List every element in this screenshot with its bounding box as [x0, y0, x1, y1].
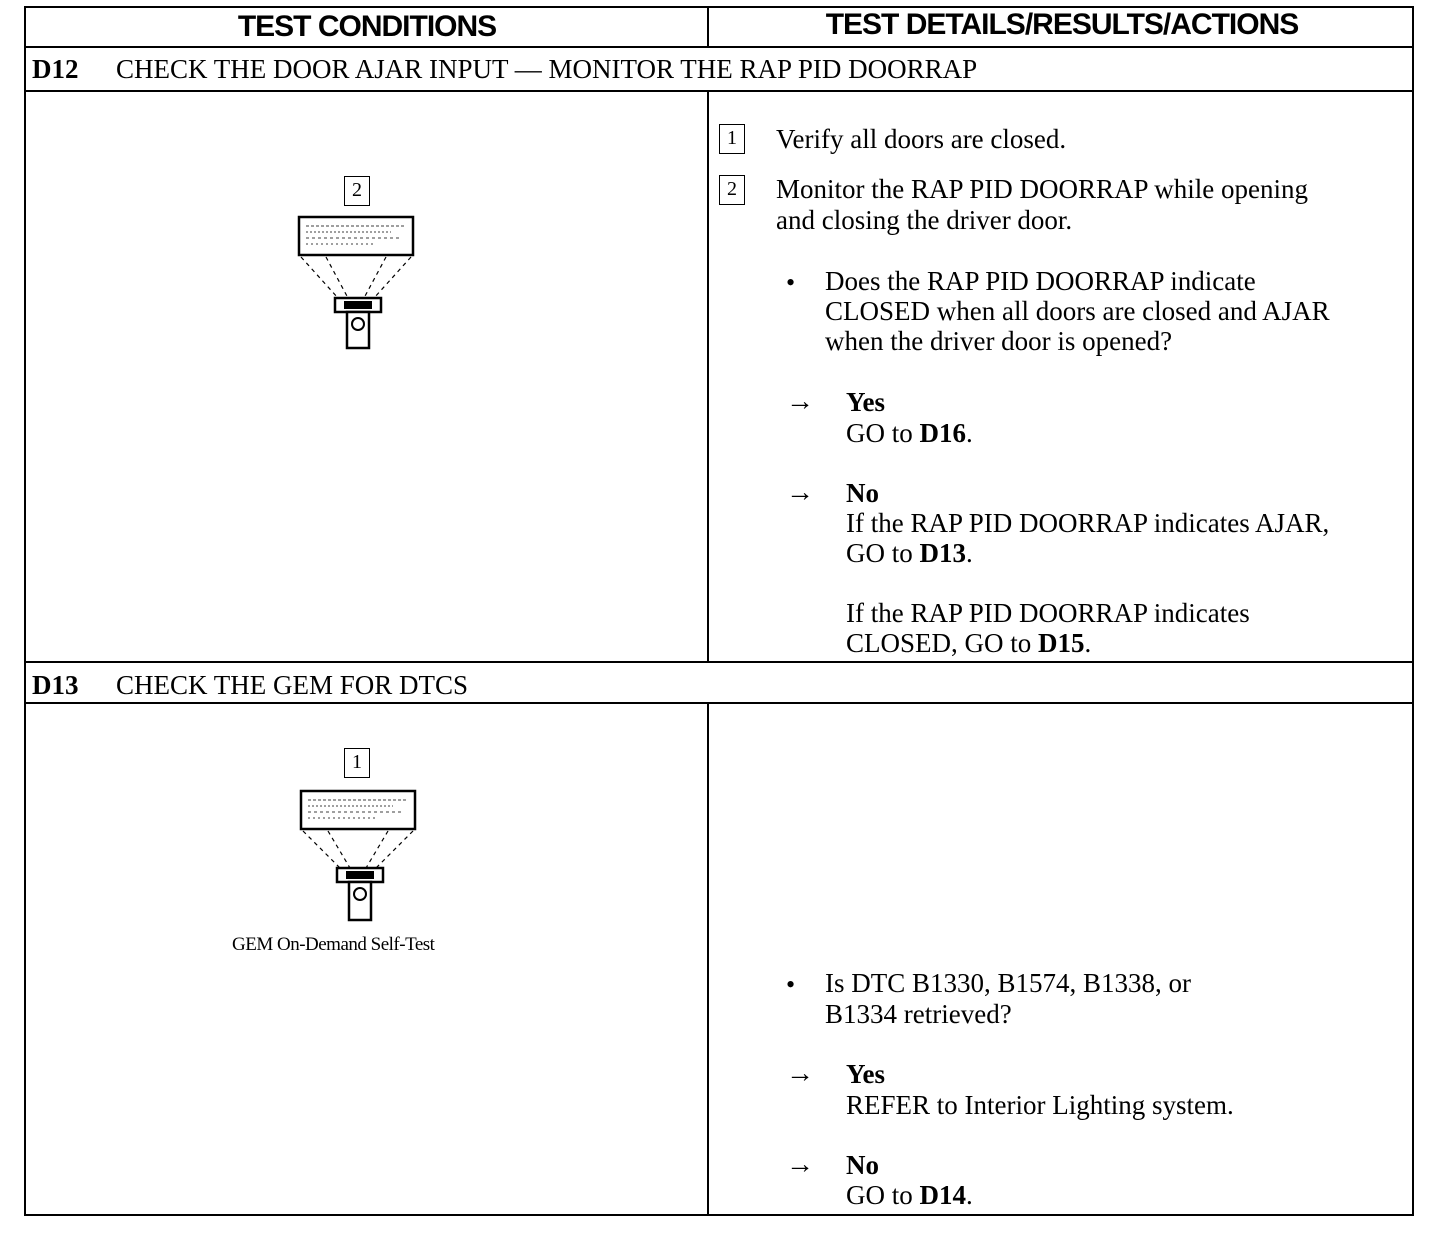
no-line1: If the RAP PID DOORRAP indicates AJAR,	[846, 508, 1330, 538]
step-1-text: Verify all doors are closed.	[776, 124, 1067, 154]
question-line3: when the driver door is opened?	[825, 326, 1173, 356]
bullet-icon: •	[786, 970, 796, 999]
divider	[26, 46, 1412, 48]
step-heading-d13: D13 CHECK THE GEM FOR DTCS	[32, 670, 468, 701]
step-2-text-line1: Monitor the RAP PID DOORRAP while openin…	[776, 174, 1309, 204]
no-label: No	[846, 478, 879, 508]
question-line1: Does the RAP PID DOORRAP indicate	[825, 266, 1256, 296]
step-number-1: 1	[719, 124, 745, 154]
step-number-2: 2	[719, 175, 745, 205]
no-action: GO to D14.	[846, 1180, 973, 1210]
no-line4: CLOSED, GO to D15.	[846, 628, 1092, 658]
scan-tool-icon	[299, 789, 417, 922]
illustration-caption: GEM On-Demand Self-Test	[232, 934, 435, 955]
arrow-right-icon: →	[786, 1149, 814, 1180]
column-divider	[707, 90, 709, 661]
arrow-right-icon: →	[786, 477, 814, 508]
column-divider	[707, 8, 709, 46]
step-heading-d12: D12 CHECK THE DOOR AJAR INPUT — MONITOR T…	[32, 54, 977, 85]
divider	[26, 661, 1412, 663]
divider	[26, 90, 1412, 92]
scan-tool-icon	[297, 215, 415, 350]
step-title: CHECK THE GEM FOR DTCS	[116, 670, 469, 700]
illustration-step-number: 2	[344, 176, 370, 206]
question-line2: B1334 retrieved?	[825, 999, 1012, 1029]
arrow-right-icon: →	[786, 386, 814, 417]
arrow-right-icon: →	[786, 1058, 814, 1089]
yes-action: REFER to Interior Lighting system.	[846, 1090, 1234, 1120]
question-line2: CLOSED when all doors are closed and AJA…	[825, 296, 1330, 326]
yes-label: Yes	[846, 1059, 885, 1089]
header-test-details: TEST DETAILS/RESULTS/ACTIONS	[825, 8, 1300, 41]
step-id: D12	[32, 54, 79, 84]
step-2-text-line2: and closing the driver door.	[776, 205, 1073, 235]
divider	[26, 702, 1412, 704]
step-title: CHECK THE DOOR AJAR INPUT — MONITOR THE …	[116, 54, 978, 84]
bullet-icon: •	[786, 268, 796, 297]
no-line2: GO to D13.	[846, 538, 973, 568]
question-line1: Is DTC B1330, B1574, B1338, or	[825, 968, 1192, 998]
yes-label: Yes	[846, 387, 885, 417]
no-line3: If the RAP PID DOORRAP indicates	[846, 598, 1250, 628]
diagnostic-table: TEST CONDITIONS TEST DETAILS/RESULTS/ACT…	[24, 6, 1414, 1216]
no-label: No	[846, 1150, 879, 1180]
step-id: D13	[32, 670, 79, 700]
column-divider	[707, 702, 709, 1214]
yes-action: GO to D16.	[846, 418, 973, 448]
illustration-step-number: 1	[344, 748, 370, 778]
header-test-conditions: TEST CONDITIONS	[237, 10, 497, 43]
